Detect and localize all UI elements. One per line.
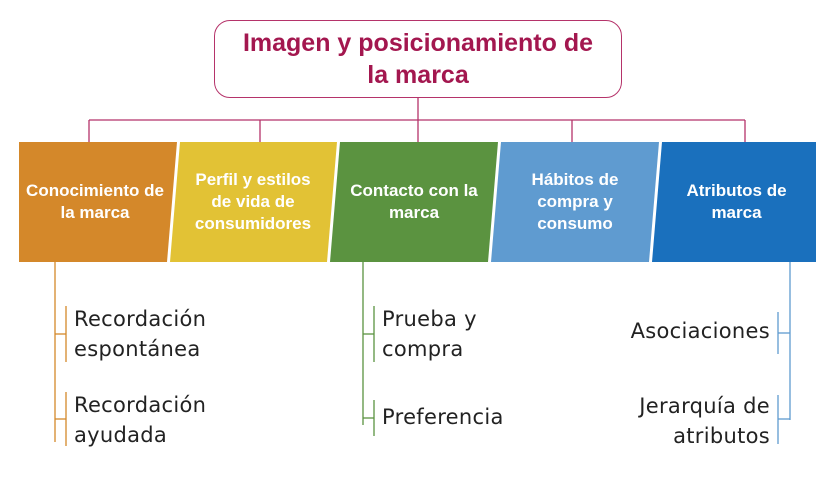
leaf-prueba-compra: Prueba y compra xyxy=(382,307,477,361)
leaf-recordacion-ayudada: Recordación ayudada xyxy=(74,393,207,447)
category-contacto: Contacto con la marca xyxy=(335,142,493,262)
leaf-recordacion-espontanea: Recordación espontánea xyxy=(74,307,207,361)
category-label: Conocimiento de la marca xyxy=(26,181,164,222)
category-label: Hábitos de compra y consumo xyxy=(531,170,619,233)
category-shape-contacto xyxy=(330,142,498,262)
root-connectors xyxy=(88,98,746,142)
category-shape-conocimiento xyxy=(19,142,177,262)
category-shape-habitos xyxy=(491,142,659,262)
category-conocimiento: Conocimiento de la marca xyxy=(19,142,171,262)
bracket-atributos xyxy=(777,262,791,444)
bracket-conocimiento xyxy=(54,262,67,446)
category-shape-atributos xyxy=(652,142,816,262)
category-atributos: Atributos de marca xyxy=(657,142,816,262)
leaf-jerarquia-atributos: Jerarquía de atributos xyxy=(639,394,770,448)
leaf-preferencia: Preferencia xyxy=(382,405,504,429)
category-perfil: Perfil y estilos de vida de consumidores xyxy=(175,142,331,262)
category-shape-perfil xyxy=(170,142,337,262)
category-label: Contacto con la marca xyxy=(350,181,478,222)
root-title: Imagen y posicionamiento de la marca xyxy=(242,29,594,89)
root-node: Imagen y posicionamiento de la marca xyxy=(214,20,622,98)
bracket-contacto xyxy=(362,262,375,436)
category-label: Perfil y estilos de vida de consumidores xyxy=(194,170,312,233)
category-label: Atributos de marca xyxy=(686,181,787,222)
category-habitos: Hábitos de compra y consumo xyxy=(496,142,654,262)
leaf-asociaciones: Asociaciones xyxy=(630,319,770,343)
